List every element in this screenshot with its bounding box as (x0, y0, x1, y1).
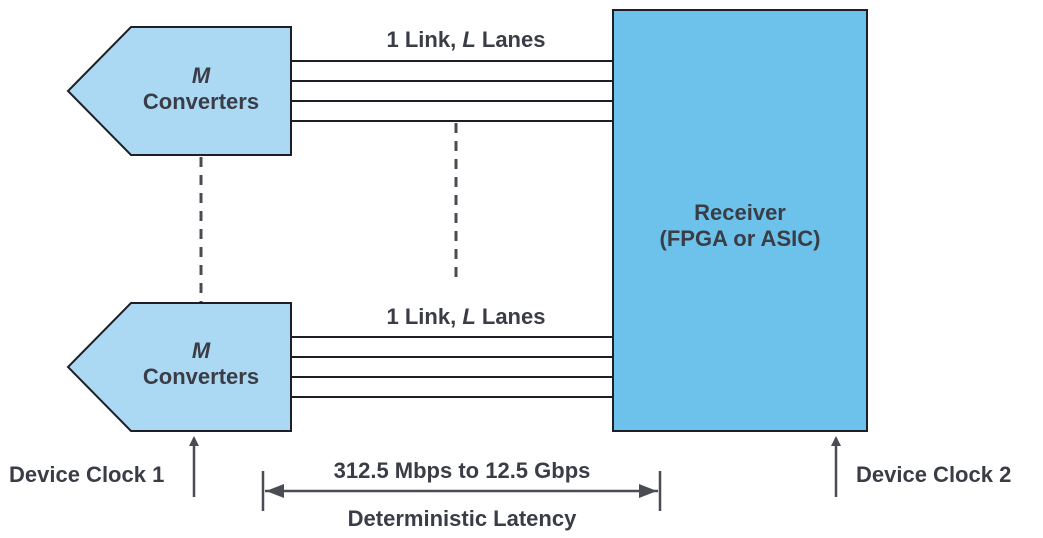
bottom-converter-block: M Converters (66, 302, 292, 432)
bottom-link-lanes (291, 336, 613, 398)
latency-label: Deterministic Latency (348, 506, 577, 531)
top-link-lanes (291, 60, 613, 122)
bottom-converter-label-m: M (192, 338, 211, 363)
top-link-label: 1 Link, L Lanes (387, 27, 546, 52)
top-converter-label-m: M (192, 63, 211, 88)
top-converter-shape (66, 26, 292, 156)
bottom-link-label: 1 Link, L Lanes (387, 304, 546, 329)
device-clock-1-label: Device Clock 1 (9, 462, 164, 487)
receiver-block: Receiver (FPGA or ASIC) (612, 9, 868, 432)
rate-span-left-arrowhead (266, 484, 284, 498)
bottom-converter-label: Converters (143, 364, 259, 389)
receiver-label: Receiver (694, 200, 786, 225)
rate-label: 312.5 Mbps to 12.5 Gbps (334, 458, 591, 483)
receiver-shape (612, 9, 868, 432)
rate-span-right-arrowhead (639, 484, 657, 498)
receiver-sublabel: (FPGA or ASIC) (660, 226, 821, 251)
top-converter-label: Converters (143, 89, 259, 114)
top-converter-block: M Converters (66, 26, 292, 156)
bottom-converter-shape (66, 302, 292, 432)
rate-span (261, 471, 662, 511)
device-clock-2-label: Device Clock 2 (856, 462, 1011, 487)
